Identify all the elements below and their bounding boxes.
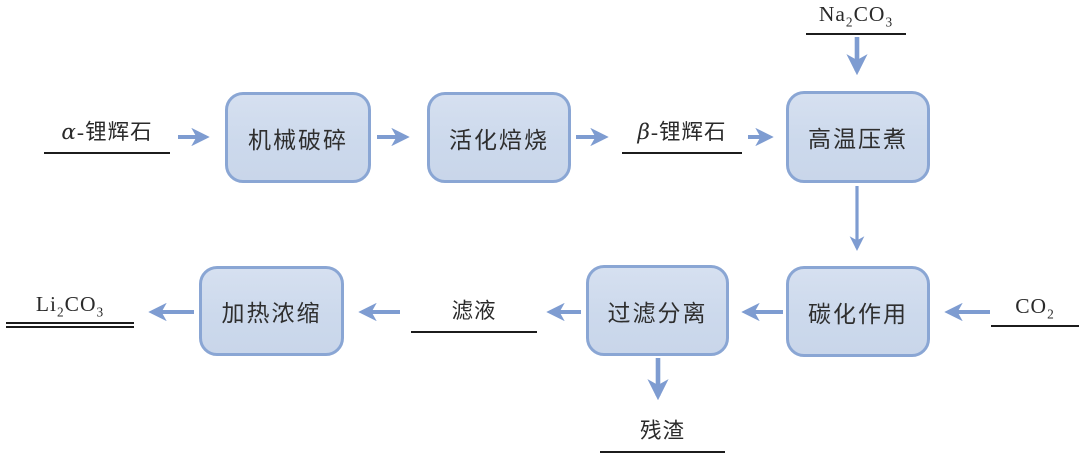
formula-sub: 2 [1047,306,1055,322]
process-box-carbonation: 碳化作用 [786,266,930,357]
process-label: 高温压煮 [808,127,908,152]
formula-part: Na [818,2,846,26]
label-co2: CO2 [991,294,1079,327]
process-label: 机械破碎 [248,127,348,153]
process-box-activation-roasting: 活化焙烧 [427,92,571,183]
formula-sub: 3 [885,14,894,30]
formula-part: Li [35,292,57,316]
alpha-symbol: α [61,120,77,145]
residue-text: 残渣 [639,419,685,443]
formula-sub: 2 [56,304,65,320]
formula-sub: 2 [845,14,854,30]
process-box-mechanical-crushing: 机械破碎 [225,92,371,183]
label-residue: 残渣 [600,414,725,453]
process-label: 过滤分离 [607,300,708,326]
label-na2co3: Na2CO3 [806,2,906,35]
alpha-suffix: -锂辉石 [76,120,153,144]
process-box-heating-concentration: 加热浓缩 [199,266,344,356]
process-label: 活化焙烧 [449,127,549,153]
label-filtrate: 滤液 [411,294,537,333]
formula-part: CO [1015,294,1048,318]
formula-part: CO [853,2,886,26]
process-box-filtration-separation: 过滤分离 [586,265,729,356]
process-label: 碳化作用 [808,301,908,327]
label-li2co3: Li2CO3 [6,292,134,328]
beta-suffix: -锂辉石 [650,120,727,144]
formula-sub: 3 [96,304,105,320]
process-box-high-temperature-pressure-cooking: 高温压煮 [786,91,930,183]
beta-symbol: β [637,120,651,145]
process-label: 加热浓缩 [221,301,322,326]
filtrate-text: 滤液 [451,299,497,323]
formula-part: CO [64,292,97,316]
label-alpha-spodumene: α-锂辉石 [44,115,170,154]
label-beta-spodumene: β-锂辉石 [622,115,742,154]
